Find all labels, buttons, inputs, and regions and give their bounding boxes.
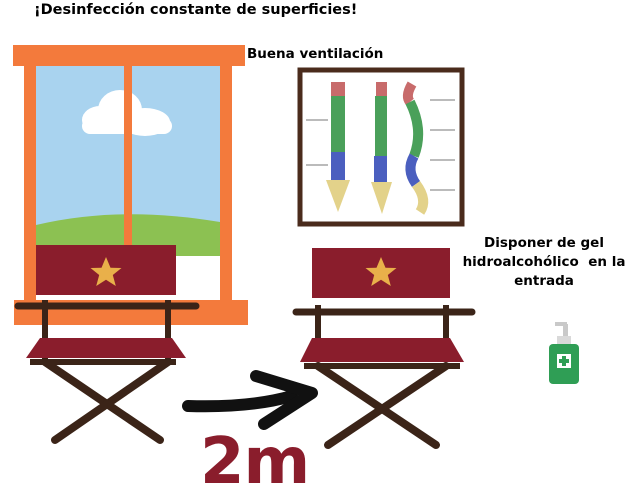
star-icon: [90, 257, 122, 286]
directors-chair-left-icon: [14, 245, 200, 444]
hand-sanitizer-icon: [549, 322, 579, 384]
gel-line-3: entrada: [514, 273, 574, 289]
gel-line-2: hidroalcohólico en la: [462, 254, 626, 270]
spine-2-icon: [371, 82, 392, 214]
disinfection-title: ¡Desinfección constante de superficies!: [34, 2, 358, 18]
window-illustration: [13, 45, 248, 325]
ventilation-title: Buena ventilación: [247, 46, 384, 62]
gel-instruction: Disponer de gel hidroalcohólico en la en…: [446, 234, 642, 291]
spine-1-icon: [326, 82, 350, 212]
distance-label: 2m: [200, 428, 310, 497]
arrow-right-icon: [182, 370, 318, 430]
directors-chair-right-icon: [292, 248, 476, 449]
star-icon: [365, 257, 397, 286]
gel-line-1: Disponer de gel: [484, 235, 604, 251]
spine-anatomy-poster: [297, 67, 465, 227]
spine-3-icon: [402, 81, 429, 215]
